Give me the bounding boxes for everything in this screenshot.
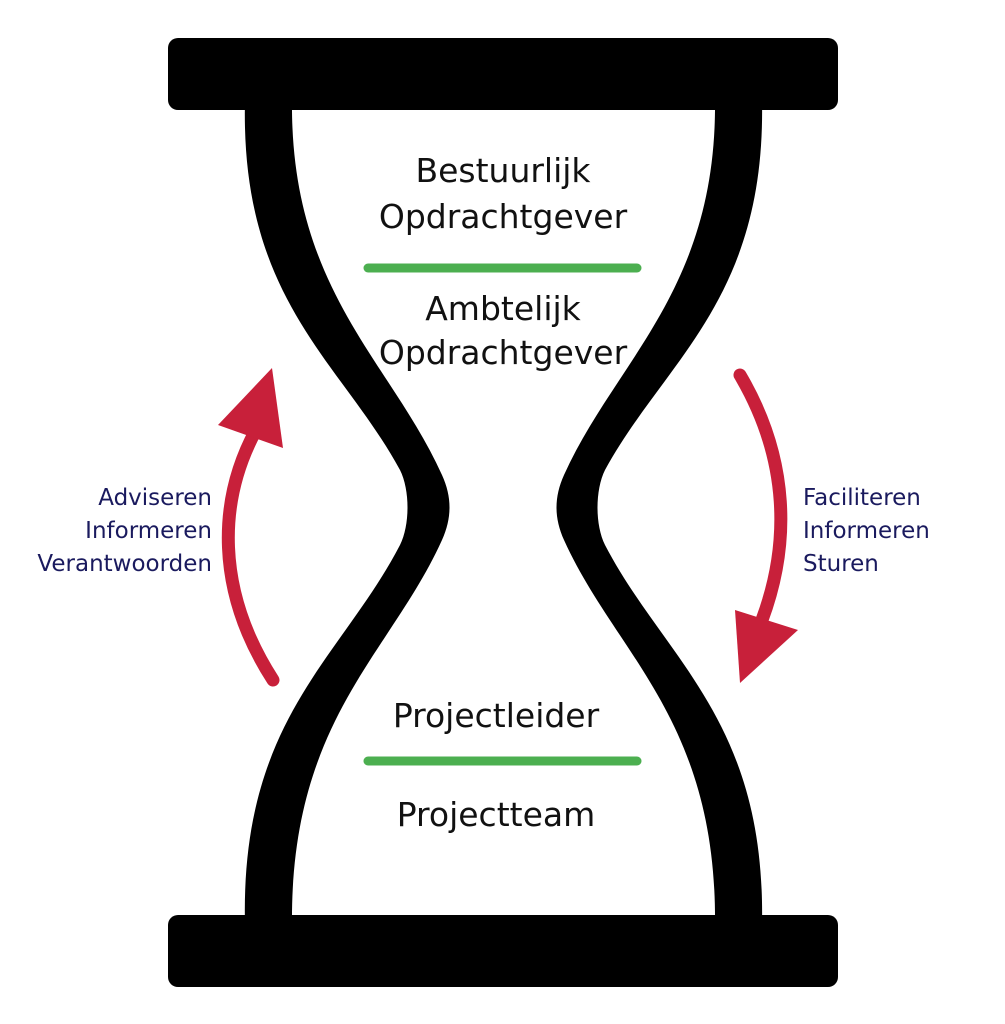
bottom-role-line1: Projectteam	[397, 795, 596, 834]
hourglass-glass	[291, 100, 716, 925]
left-arrow-icon	[218, 368, 283, 687]
right-label-3: Sturen	[803, 551, 879, 577]
top-role-line2: Opdrachtgever	[379, 197, 628, 236]
left-label-1: Adviseren	[98, 485, 212, 511]
left-label-3: Verantwoorden	[37, 551, 212, 577]
upper-middle-role-line1: Ambtelijk	[425, 289, 581, 328]
hourglass-bottom-cap	[168, 915, 838, 987]
top-role-line1: Bestuurlijk	[415, 151, 591, 190]
lower-role-line1: Projectleider	[393, 696, 600, 735]
left-label-2: Informeren	[85, 518, 212, 544]
hourglass-top-cap	[168, 38, 838, 110]
upper-middle-role-line2: Opdrachtgever	[379, 333, 628, 372]
right-arrow-icon	[733, 368, 798, 683]
right-label-1: Faciliteren	[803, 485, 921, 511]
right-label-2: Informeren	[803, 518, 930, 544]
